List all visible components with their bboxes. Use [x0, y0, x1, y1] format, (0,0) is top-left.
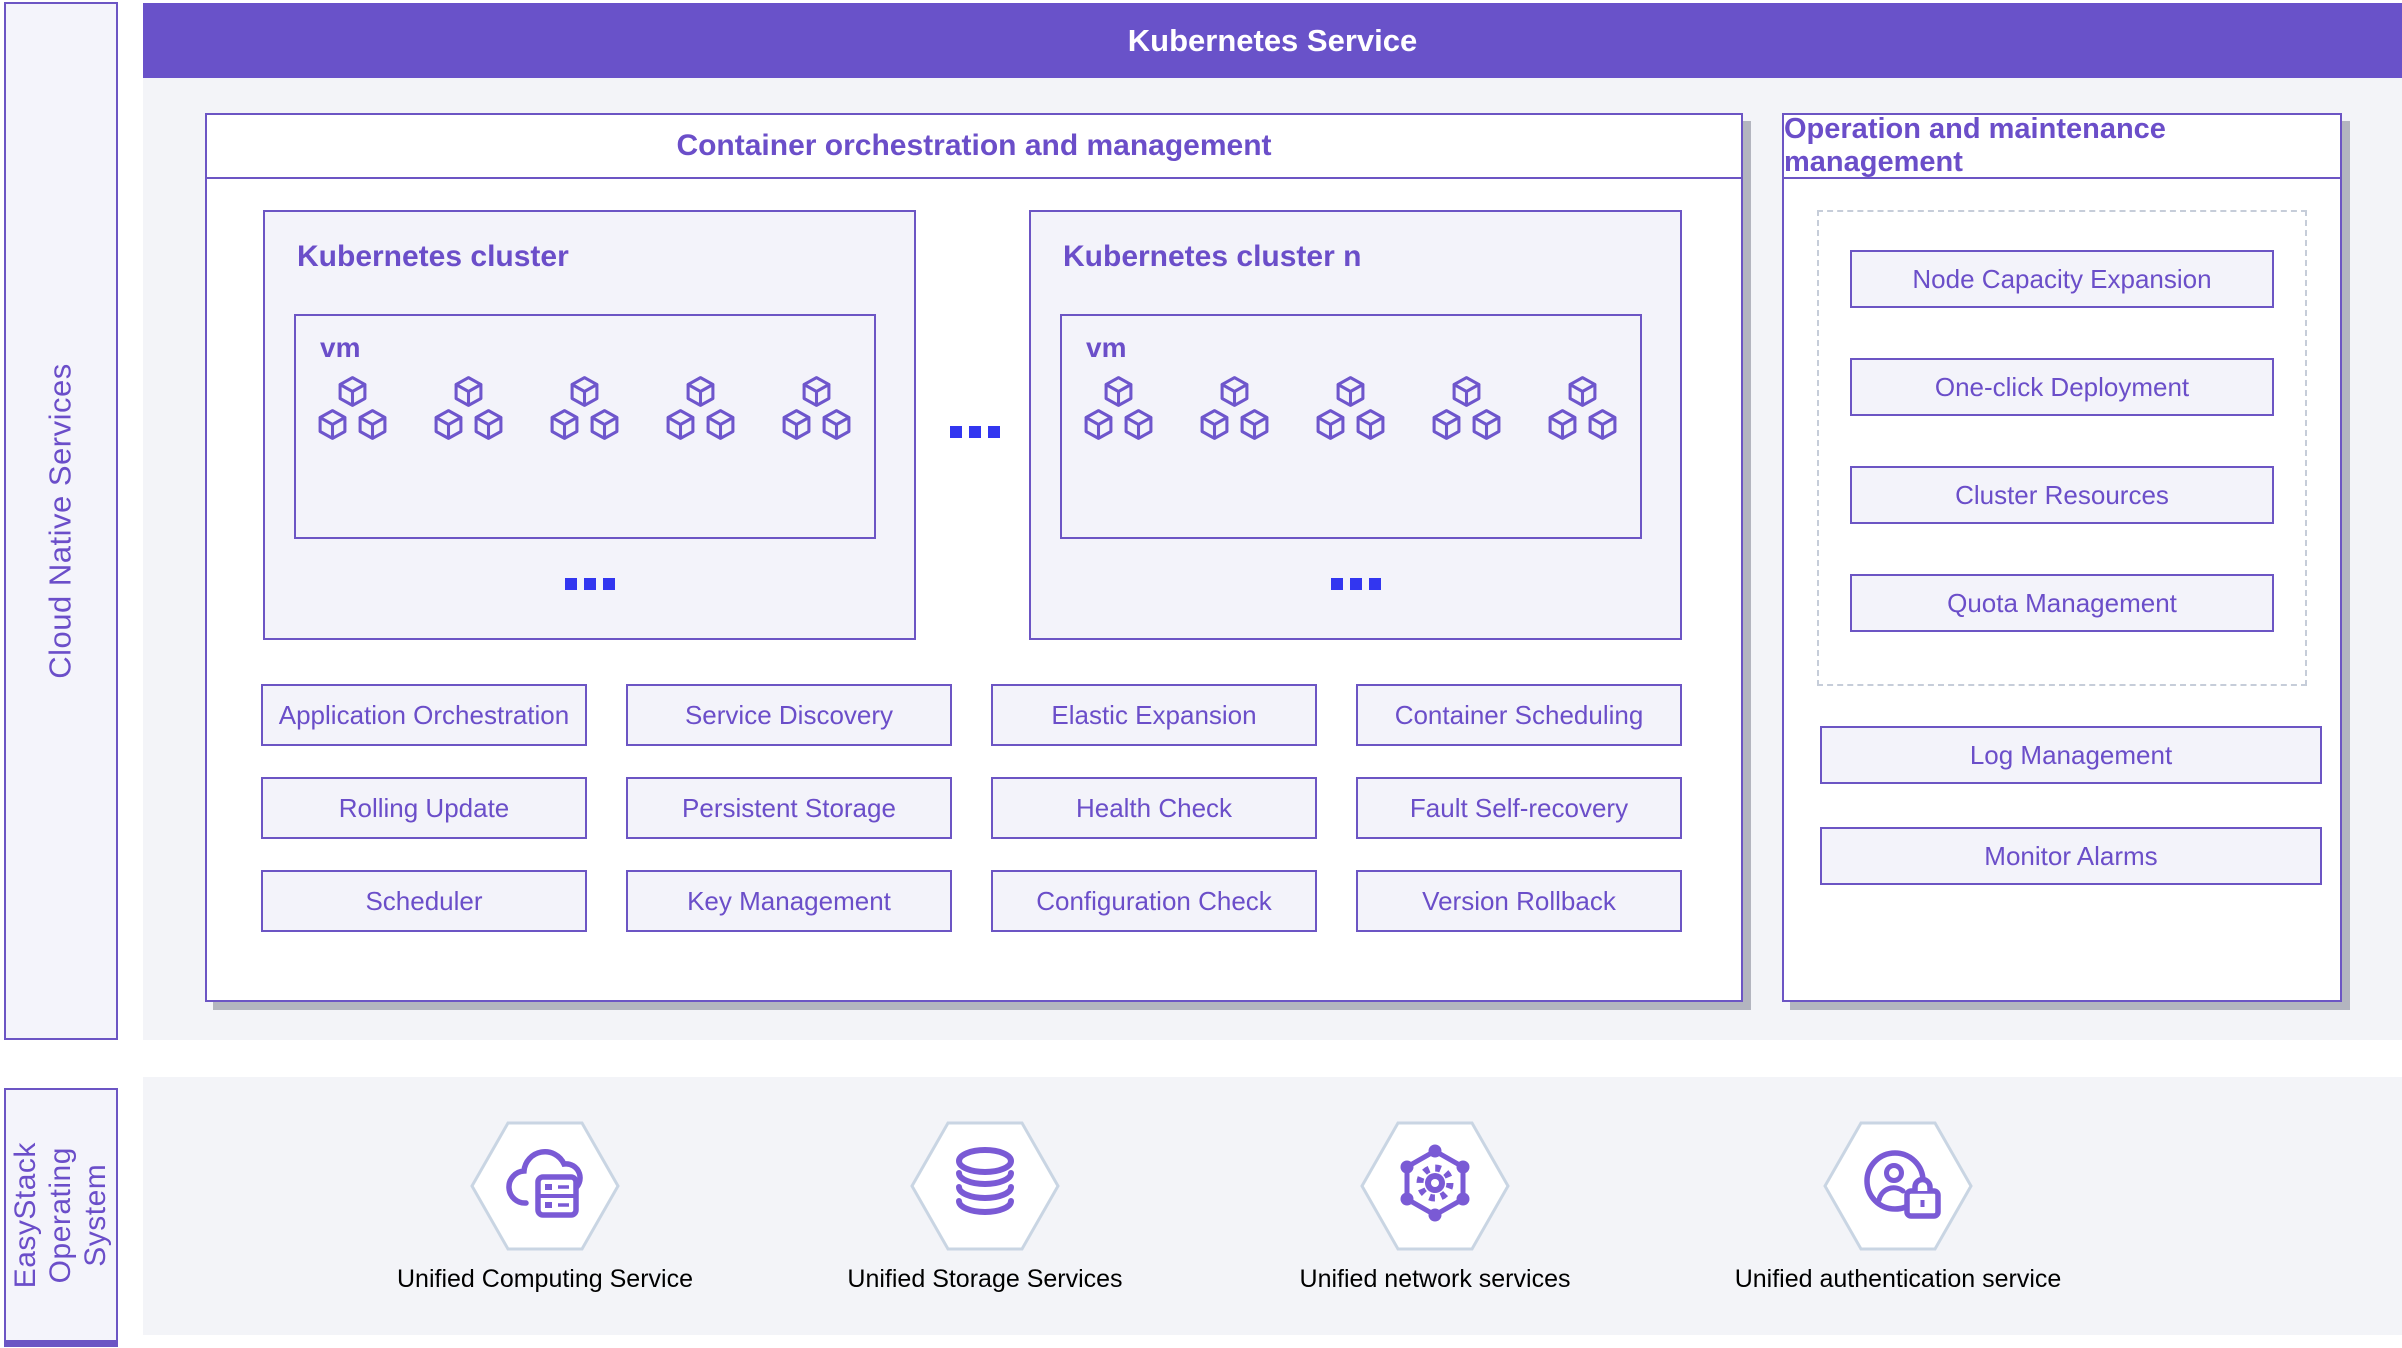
service-label: Unified authentication service: [1734, 1265, 2062, 1293]
container-cube-icon: [1124, 409, 1153, 440]
container-cube-icon: [1548, 409, 1577, 440]
orchestration-panel-body: Kubernetes cluster vm Kubernetes cluster…: [207, 179, 1741, 1000]
container-cube-icon: [782, 409, 811, 440]
feature-grid: Application Orchestration Service Discov…: [261, 684, 1684, 932]
container-cube-icon: [1356, 409, 1385, 440]
om-box: Quota Management: [1850, 574, 2274, 632]
service-label: Unified Storage Services: [847, 1265, 1123, 1293]
easystack-os-rail: EasyStack Operating System: [4, 1088, 118, 1347]
cloud-native-services-label: Cloud Native Services: [43, 363, 78, 679]
container-group-icon: [430, 374, 508, 444]
feature-box: Persistent Storage: [626, 777, 952, 839]
feature-box: Rolling Update: [261, 777, 587, 839]
container-cube-icon: [666, 409, 695, 440]
ellipsis-icon: [1330, 578, 1381, 590]
container-cube-icon: [1240, 409, 1269, 440]
om-box: Monitor Alarms: [1820, 827, 2322, 885]
container-cube-icon: [318, 409, 347, 440]
container-cube-icon: [1316, 409, 1345, 440]
container-group-icon: [1080, 374, 1158, 444]
banner-title: Kubernetes Service: [1127, 22, 1418, 58]
feature-box: Configuration Check: [991, 870, 1317, 932]
container-cube-icon: [686, 376, 715, 407]
feature-box: Fault Self-recovery: [1356, 777, 1682, 839]
service-item: Unified network services: [1265, 1077, 1605, 1294]
container-cube-icon: [1472, 409, 1501, 440]
container-group-icon: [546, 374, 624, 444]
vm-box: vm: [294, 314, 876, 539]
container-cube-icon: [1588, 409, 1617, 440]
container-cube-icon: [1200, 409, 1229, 440]
user-lock-icon: [1823, 1121, 1973, 1251]
container-cube-icon: [1104, 376, 1133, 407]
feature-box: Application Orchestration: [261, 684, 587, 746]
more-clusters-ellipsis-icon: [950, 426, 1000, 438]
container-cube-icon: [474, 409, 503, 440]
container-cube-icon: [590, 409, 619, 440]
container-group-icon: [1312, 374, 1390, 444]
container-group-icon: [314, 374, 392, 444]
vm-label: vm: [1086, 332, 1127, 363]
kubernetes-cluster-n-box: Kubernetes cluster n vm: [1029, 210, 1682, 640]
om-dashed-group: Node Capacity Expansion One-click Deploy…: [1817, 210, 2307, 686]
cloud-native-services-area: Container orchestration and management K…: [143, 78, 2402, 1040]
easystack-os-label: EasyStack Operating System: [8, 1141, 112, 1289]
om-panel: Operation and maintenance management Nod…: [1782, 113, 2342, 1002]
cluster-title: Kubernetes cluster n: [1063, 240, 1362, 273]
container-cube-icon: [1220, 376, 1249, 407]
cloud-server-icon: [470, 1121, 620, 1251]
container-cube-icon: [358, 409, 387, 440]
container-cube-icon: [434, 409, 463, 440]
container-cube-icon: [706, 409, 735, 440]
service-item: Unified authentication service: [1728, 1077, 2068, 1294]
om-panel-body: Node Capacity Expansion One-click Deploy…: [1784, 179, 2340, 1000]
ellipsis-icon: [564, 578, 615, 590]
orchestration-panel: Container orchestration and management K…: [205, 113, 1743, 1002]
container-cube-icon: [1568, 376, 1597, 407]
container-group-icon: [1428, 374, 1506, 444]
container-cube-icon: [1432, 409, 1461, 440]
node-group-row: [296, 374, 874, 444]
kubernetes-cluster-box: Kubernetes cluster vm: [263, 210, 916, 640]
container-cube-icon: [1452, 376, 1481, 407]
container-cube-icon: [338, 376, 367, 407]
cloud-native-services-rail: Cloud Native Services: [4, 2, 118, 1040]
om-box: Log Management: [1820, 726, 2322, 784]
container-cube-icon: [1084, 409, 1113, 440]
om-box: One-click Deployment: [1850, 358, 2274, 416]
feature-box: Scheduler: [261, 870, 587, 932]
feature-box: Version Rollback: [1356, 870, 1682, 932]
container-cube-icon: [550, 409, 579, 440]
database-icon: [910, 1121, 1060, 1251]
container-cube-icon: [802, 376, 831, 407]
cluster-title: Kubernetes cluster: [297, 240, 569, 273]
container-group-icon: [662, 374, 740, 444]
container-cube-icon: [570, 376, 599, 407]
om-box: Node Capacity Expansion: [1850, 250, 2274, 308]
om-box: Cluster Resources: [1850, 466, 2274, 524]
container-cube-icon: [454, 376, 483, 407]
orchestration-panel-title: Container orchestration and management: [207, 115, 1741, 179]
feature-box: Elastic Expansion: [991, 684, 1317, 746]
container-cube-icon: [1336, 376, 1365, 407]
om-panel-title: Operation and maintenance management: [1784, 113, 2340, 179]
network-hub-icon: [1360, 1121, 1510, 1251]
feature-box: Health Check: [991, 777, 1317, 839]
feature-box: Service Discovery: [626, 684, 952, 746]
vm-label: vm: [320, 332, 361, 363]
feature-box: Key Management: [626, 870, 952, 932]
container-cube-icon: [822, 409, 851, 440]
vm-box: vm: [1060, 314, 1642, 539]
feature-box: Container Scheduling: [1356, 684, 1682, 746]
container-group-icon: [1544, 374, 1622, 444]
container-group-icon: [1196, 374, 1274, 444]
service-item: Unified Computing Service: [375, 1077, 715, 1294]
service-label: Unified Computing Service: [397, 1265, 693, 1293]
easystack-services-area: Unified Computing Service Unified Storag…: [143, 1077, 2402, 1335]
node-group-row: [1062, 374, 1640, 444]
service-item: Unified Storage Services: [815, 1077, 1155, 1294]
container-group-icon: [778, 374, 856, 444]
kubernetes-service-banner: Kubernetes Service: [143, 3, 2402, 78]
service-label: Unified network services: [1299, 1265, 1571, 1293]
